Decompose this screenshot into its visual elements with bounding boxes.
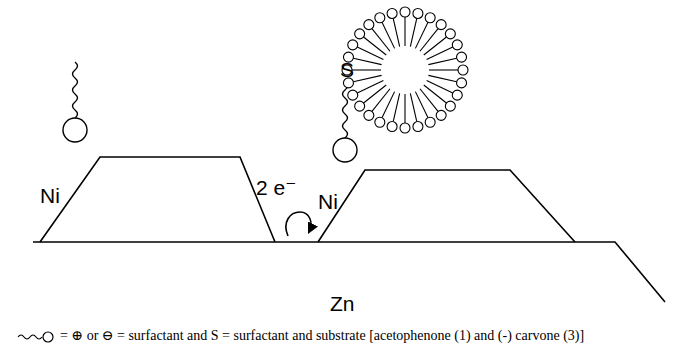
electron-label: 2 e⁻ <box>256 176 296 200</box>
surfactant-tail <box>353 58 381 64</box>
surfactant-tail <box>420 89 438 112</box>
surfactant-symbol <box>18 335 42 339</box>
surfactant-head <box>348 40 358 50</box>
surfactant-tail <box>424 37 447 55</box>
trapezoid-outline <box>318 170 575 242</box>
surfactant-tail <box>404 94 405 123</box>
surfactant-head <box>364 20 374 30</box>
micelle: S <box>340 5 470 135</box>
surfactant-tail <box>372 89 390 112</box>
surfactant-head <box>452 90 462 100</box>
electron-arrow <box>286 212 311 236</box>
surfactant-tail <box>404 17 405 46</box>
surfactant-tail <box>352 69 381 70</box>
surfactant-head <box>457 78 467 88</box>
surfactant-head <box>387 8 397 18</box>
surfactant-tail <box>410 93 416 121</box>
surfactant-head <box>445 101 455 111</box>
surfactant-symbol <box>43 332 53 342</box>
trapezoid-outline <box>40 157 275 242</box>
surfactant-tail <box>364 37 387 55</box>
nickel-deposit: Ni <box>318 170 575 242</box>
surfactant-tail <box>429 69 458 70</box>
surfactant-head <box>458 65 468 75</box>
surfactant-tail <box>410 18 416 46</box>
trapezoid-outline <box>318 170 575 242</box>
surfactant-tail <box>382 22 395 48</box>
surfactant-tail <box>415 22 428 48</box>
surfactant-head <box>452 40 462 50</box>
surfactant-tail <box>382 92 395 118</box>
surfactant-head <box>413 8 423 18</box>
surfactant-tail <box>428 58 456 64</box>
surfactant-head <box>364 110 374 120</box>
figure-caption: = ⊕ or ⊖ = surfactant and S = surfactant… <box>20 327 660 345</box>
micelle-outline <box>340 5 470 135</box>
surfactant-tail <box>357 80 383 93</box>
surfactant-head <box>348 90 358 100</box>
surfactant-head <box>445 29 455 39</box>
surfactant-head <box>413 122 423 132</box>
surfactant-head <box>436 20 446 30</box>
surfactant-tail <box>353 75 381 81</box>
metal-label: Zn <box>330 292 355 316</box>
surfactant-tail <box>415 92 428 118</box>
surfactant-head <box>400 123 410 133</box>
trapezoid-outline <box>40 157 275 242</box>
metal-label: Ni <box>40 184 60 208</box>
surfactant-head <box>355 29 365 39</box>
surfactant-tail <box>427 80 453 93</box>
surfactant-head <box>63 118 87 142</box>
surfactant-head <box>425 13 435 23</box>
surfactant-head <box>333 138 357 162</box>
surfactant-tail <box>357 47 383 60</box>
surfactant-tail <box>364 85 387 103</box>
surfactant-tail <box>73 62 78 118</box>
surfactant-tail <box>372 29 390 52</box>
surfactant-head <box>355 101 365 111</box>
surfactant-tail <box>343 82 348 146</box>
surfactant-head <box>436 110 446 120</box>
surfactant-head <box>425 117 435 127</box>
nickel-deposit: Ni <box>40 157 275 242</box>
substrate-label: S <box>340 58 354 82</box>
surfactant-head <box>387 122 397 132</box>
surfactant-tail <box>393 93 399 121</box>
surfactant-tail <box>427 47 453 60</box>
surfactant-head <box>375 13 385 23</box>
surfactant-head <box>457 52 467 62</box>
surfactant-head <box>400 7 410 17</box>
surfactant-tail <box>393 18 399 46</box>
metal-label: Ni <box>318 190 338 214</box>
surfactant-head <box>375 117 385 127</box>
surfactant-tail <box>424 85 447 103</box>
surfactant-tail <box>420 29 438 52</box>
surfactant-tail <box>428 75 456 81</box>
